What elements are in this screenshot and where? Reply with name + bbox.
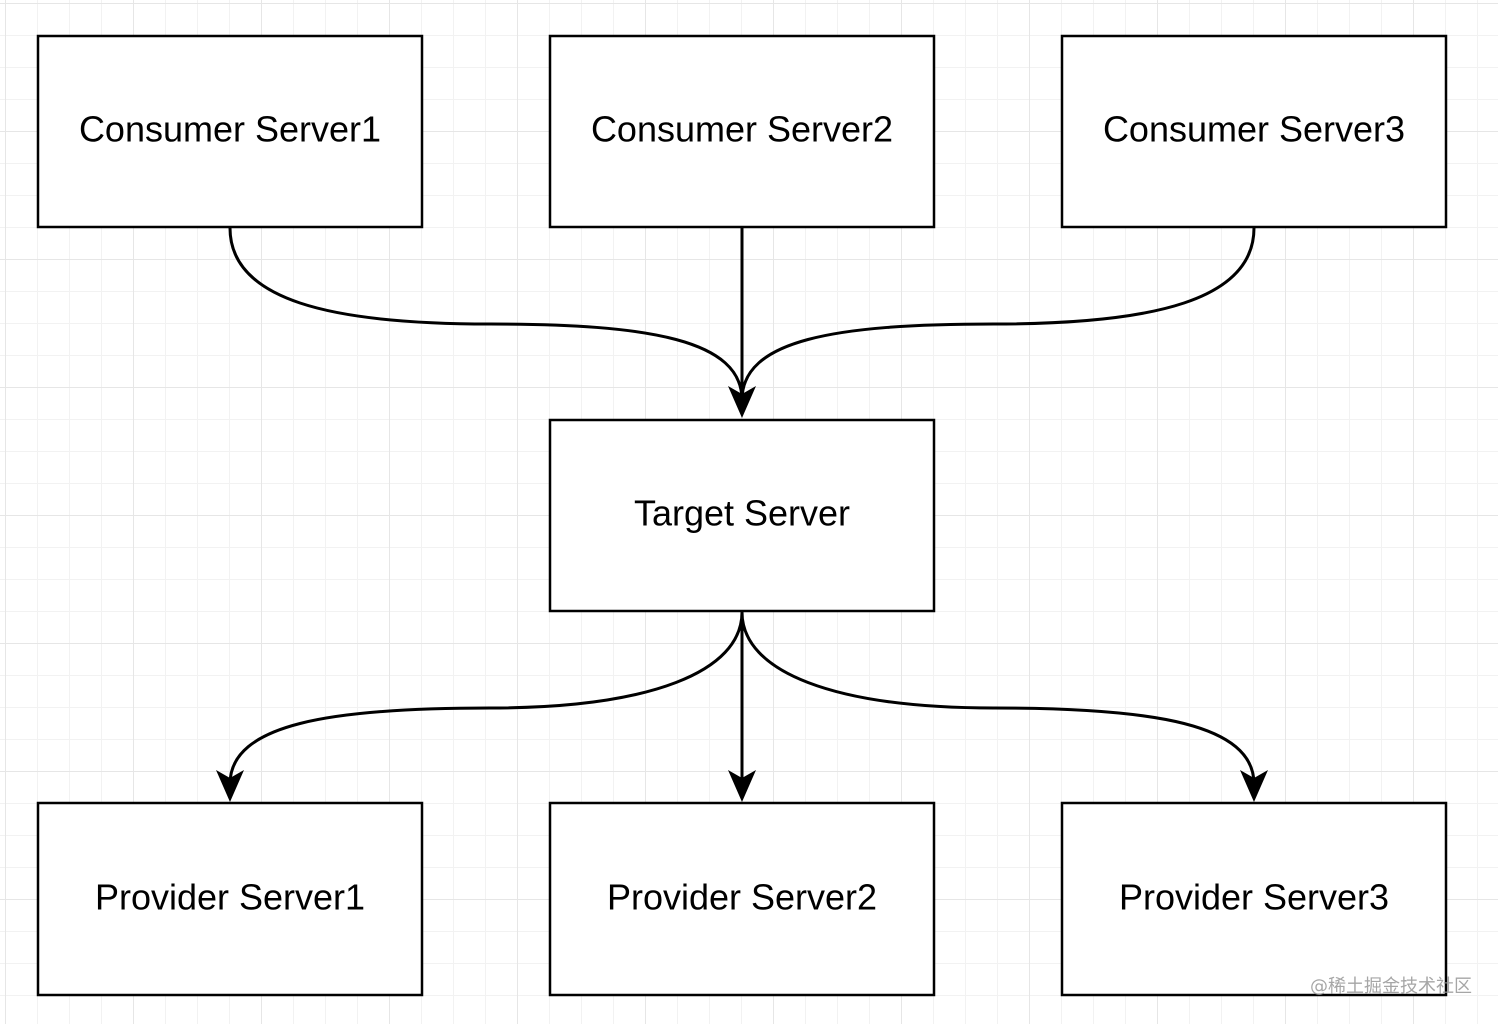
arrowhead-provider1: [216, 770, 244, 802]
arrowheads: [216, 386, 1268, 802]
node-label: Consumer Server3: [1103, 109, 1405, 150]
edge-target-to-provider3: [740, 611, 1256, 785]
node-label: Consumer Server2: [591, 109, 893, 150]
arrowhead-provider2: [728, 770, 756, 802]
node-provider-server3[interactable]: Provider Server3: [1060, 801, 1448, 997]
node-consumer-server2[interactable]: Consumer Server2: [548, 34, 936, 229]
node-label: Provider Server2: [607, 877, 877, 918]
node-target-server[interactable]: Target Server: [548, 418, 936, 613]
node-consumer-server1[interactable]: Consumer Server1: [36, 34, 424, 229]
node-consumer-server3[interactable]: Consumer Server3: [1060, 34, 1448, 229]
edge-consumer1-to-target: [228, 227, 744, 401]
edge-target-to-provider1: [228, 611, 744, 785]
node-label: Provider Server3: [1119, 877, 1389, 918]
node-label: Consumer Server1: [79, 109, 381, 150]
node-label: Provider Server1: [95, 877, 365, 918]
edge-consumer3-to-target: [740, 227, 1256, 401]
node-provider-server2[interactable]: Provider Server2: [548, 801, 936, 997]
node-provider-server1[interactable]: Provider Server1: [36, 801, 424, 997]
watermark: @稀土掘金技术社区: [1310, 976, 1472, 997]
node-label: Target Server: [634, 493, 850, 534]
arrowhead-provider3: [1240, 770, 1268, 802]
arrowhead-target: [728, 386, 756, 418]
